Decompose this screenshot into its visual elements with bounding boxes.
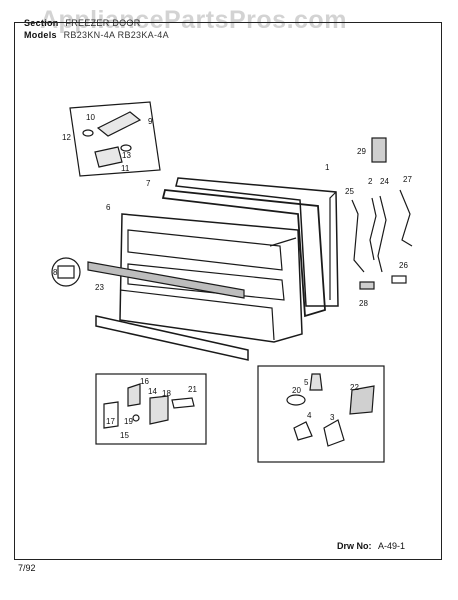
callout-10: 10 — [86, 113, 95, 122]
models-value: RB23KN-4A RB23KA-4A — [63, 30, 169, 40]
hinge-screw — [82, 129, 94, 137]
callout-6: 6 — [106, 203, 111, 212]
callout-16: 16 — [140, 377, 149, 386]
models-header: Models RB23KN-4A RB23KA-4A — [24, 30, 169, 40]
door-shelf-bar — [87, 261, 245, 299]
shelf-detail-circle — [51, 257, 81, 287]
callout-11: 11 — [121, 164, 130, 173]
callout-25: 25 — [345, 187, 354, 196]
hinge-plate — [96, 111, 142, 137]
callout-4: 4 — [307, 411, 312, 420]
inner-door-liner — [119, 213, 303, 343]
drawing-number: Drw No: A-49-1 — [337, 541, 405, 551]
callout-12: 12 — [62, 133, 71, 142]
hinge-detail-box — [69, 101, 161, 177]
callout-21: 21 — [188, 385, 197, 394]
drawing-label: Drw No: — [337, 541, 372, 551]
watermark: AppliancePartsPros.com — [40, 6, 347, 34]
callout-9: 9 — [148, 117, 153, 126]
hinge-washer — [120, 144, 132, 152]
callout-2: 2 — [368, 177, 373, 186]
door-stop-2 — [369, 197, 377, 261]
callout-14: 14 — [148, 387, 157, 396]
drawing-value: A-49-1 — [378, 541, 406, 551]
bottom-rail — [95, 315, 249, 361]
revision-date: 7/92 — [18, 563, 36, 573]
hinge-bracket — [94, 146, 123, 168]
models-label: Models — [24, 30, 57, 40]
callout-26: 26 — [399, 261, 408, 270]
callout-labels: 1 2 3 4 5 6 7 8 9 10 11 12 13 14 15 16 1… — [53, 113, 412, 440]
callout-13: 13 — [122, 151, 131, 160]
callout-22: 22 — [350, 383, 359, 392]
callout-8: 8 — [53, 268, 58, 277]
callout-23: 23 — [95, 283, 104, 292]
section-label: Section — [24, 18, 59, 28]
callout-19: 19 — [124, 417, 133, 426]
handle-end-cap — [371, 137, 387, 163]
hinge-parts-box — [95, 373, 207, 445]
handle-27 — [399, 189, 413, 247]
handle-parts-box — [257, 365, 385, 463]
drawing-frame — [14, 22, 442, 560]
handle-24 — [377, 195, 387, 273]
callout-17: 17 — [106, 417, 115, 426]
callout-15: 15 — [120, 431, 129, 440]
callout-28: 28 — [359, 299, 368, 308]
door-gasket — [161, 189, 326, 318]
callout-29: 29 — [357, 147, 366, 156]
callout-3: 3 — [330, 413, 335, 422]
callout-27: 27 — [403, 175, 412, 184]
callout-20: 20 — [292, 386, 301, 395]
section-value: FREEZER DOOR — [65, 18, 141, 28]
section-header: Section FREEZER DOOR — [24, 18, 141, 28]
callout-18: 18 — [162, 389, 171, 398]
callout-1: 1 — [325, 163, 330, 172]
callout-7: 7 — [146, 179, 151, 188]
bracket-28 — [359, 281, 375, 290]
hinge-arm-25 — [351, 199, 365, 273]
bracket-26 — [391, 275, 407, 284]
callout-24: 24 — [380, 177, 389, 186]
callout-5: 5 — [304, 378, 309, 387]
